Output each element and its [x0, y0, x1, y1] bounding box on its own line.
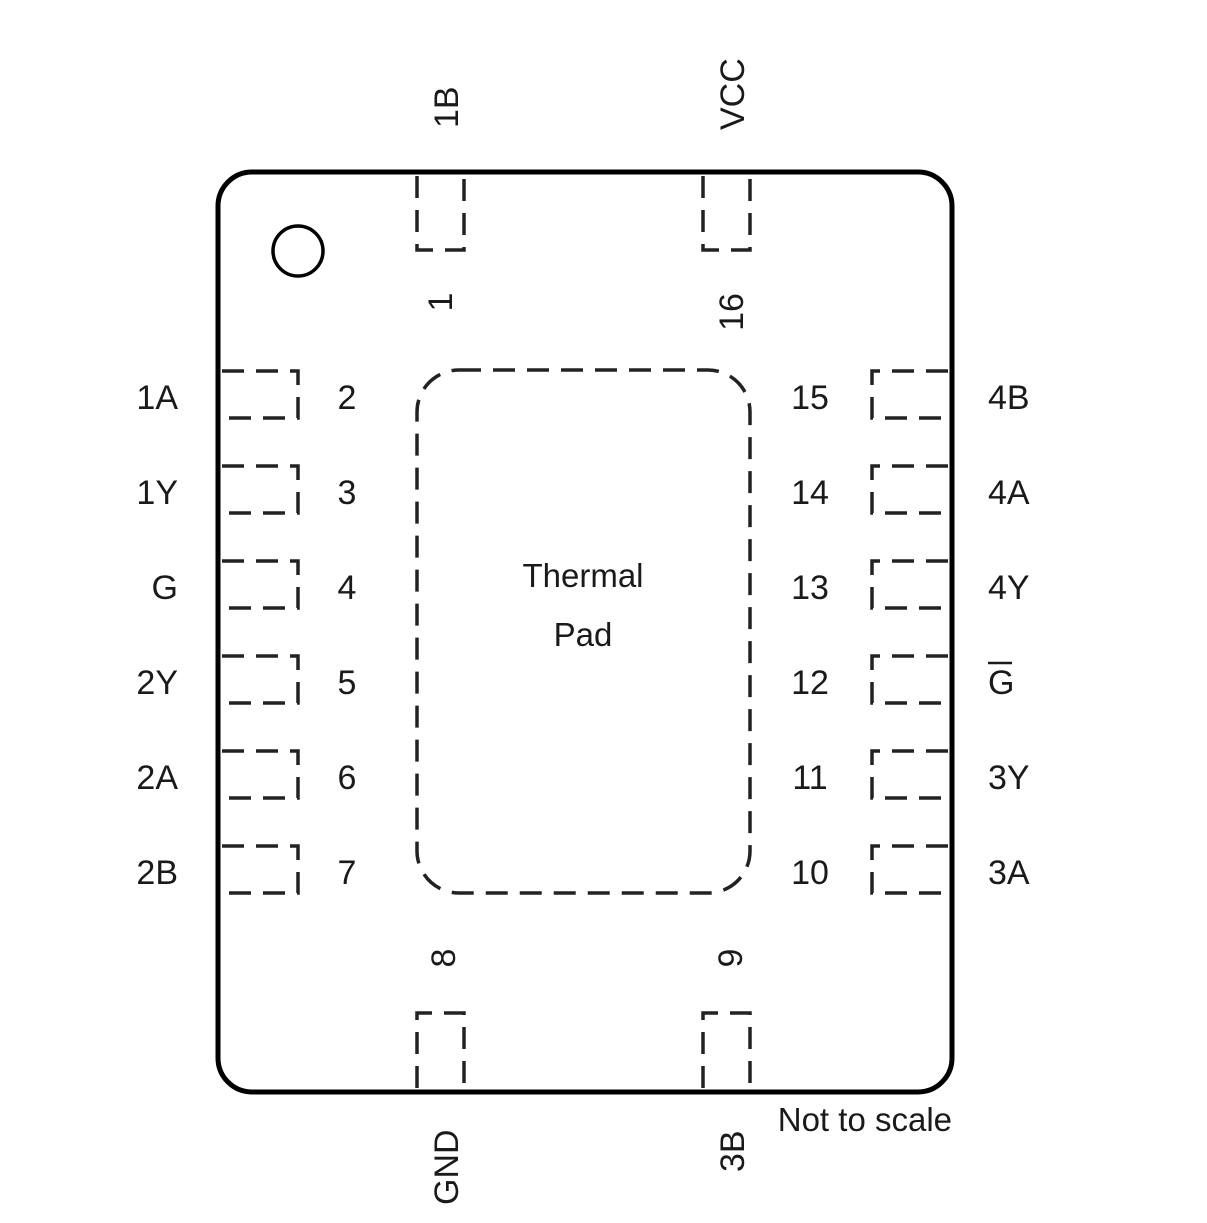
pin-number: 2 [338, 379, 357, 417]
pin-pad [415, 1011, 466, 1088]
scale-note: Not to scale [778, 1101, 952, 1138]
pin-pad [415, 176, 466, 252]
pin-pad [870, 369, 948, 420]
package-outline [215, 169, 955, 1095]
pin-name: 3B [714, 1130, 752, 1172]
top-pins: 1 1B 16 VCC [415, 58, 752, 331]
pin-pad [222, 464, 300, 515]
pin-name: 2A [136, 759, 178, 797]
pin-pad [222, 559, 300, 610]
pin-name: VCC [714, 58, 752, 130]
pin-pad [222, 844, 300, 895]
pin-name: G [988, 664, 1014, 702]
thermal-pad-label: Pad [554, 616, 613, 653]
pin-number: 3 [338, 474, 357, 512]
pin-number: 16 [713, 293, 751, 331]
pin-name: 2Y [136, 664, 178, 702]
pin-name: G [152, 569, 178, 607]
pin-name: 4Y [988, 569, 1030, 607]
pin-pad [870, 654, 948, 705]
pin-number: 6 [338, 759, 357, 797]
pin-pad [222, 369, 300, 420]
pin-pad [870, 559, 948, 610]
pin-number: 11 [792, 759, 827, 797]
pin-number: 5 [338, 664, 357, 702]
pin-number: 13 [791, 569, 829, 607]
pin-name: 1Y [136, 474, 178, 512]
pin-name: 1B [428, 86, 466, 128]
pin-pad [870, 844, 948, 895]
pin-name: 4B [988, 379, 1030, 417]
pin-pad [222, 654, 300, 705]
pin-pad [222, 749, 300, 800]
pin-name: 3Y [988, 759, 1030, 797]
right-pins: 15 4B 14 4A 13 4Y 12 G 11 3Y 10 3A [791, 369, 1030, 895]
pin-name: 3A [988, 854, 1030, 892]
pin-number: 4 [338, 569, 357, 607]
pin-name: GND [428, 1129, 466, 1205]
pin1-indicator-icon [271, 224, 325, 278]
left-pins: 2 1A 3 1Y 4 G 5 2Y 6 2A 7 2B [136, 369, 357, 895]
bottom-pins: 8 GND 9 3B [415, 949, 752, 1205]
pin-pad [870, 749, 948, 800]
pin-number: 12 [791, 664, 829, 702]
pin-name: 1A [136, 379, 178, 417]
pin-name: 2B [136, 854, 178, 892]
pin-number: 10 [791, 854, 829, 892]
pin-number: 14 [791, 474, 829, 512]
pin-number: 15 [791, 379, 829, 417]
pin-number: 7 [338, 854, 357, 892]
thermal-pad-label: Thermal [522, 557, 643, 594]
pin-pad [870, 464, 948, 515]
pin-number: 1 [422, 293, 460, 312]
pin-name: 4A [988, 474, 1030, 512]
pin-number: 9 [712, 949, 750, 968]
pin-number: 8 [425, 949, 463, 968]
pin-pad [701, 1011, 752, 1088]
pin-pad [701, 176, 752, 252]
